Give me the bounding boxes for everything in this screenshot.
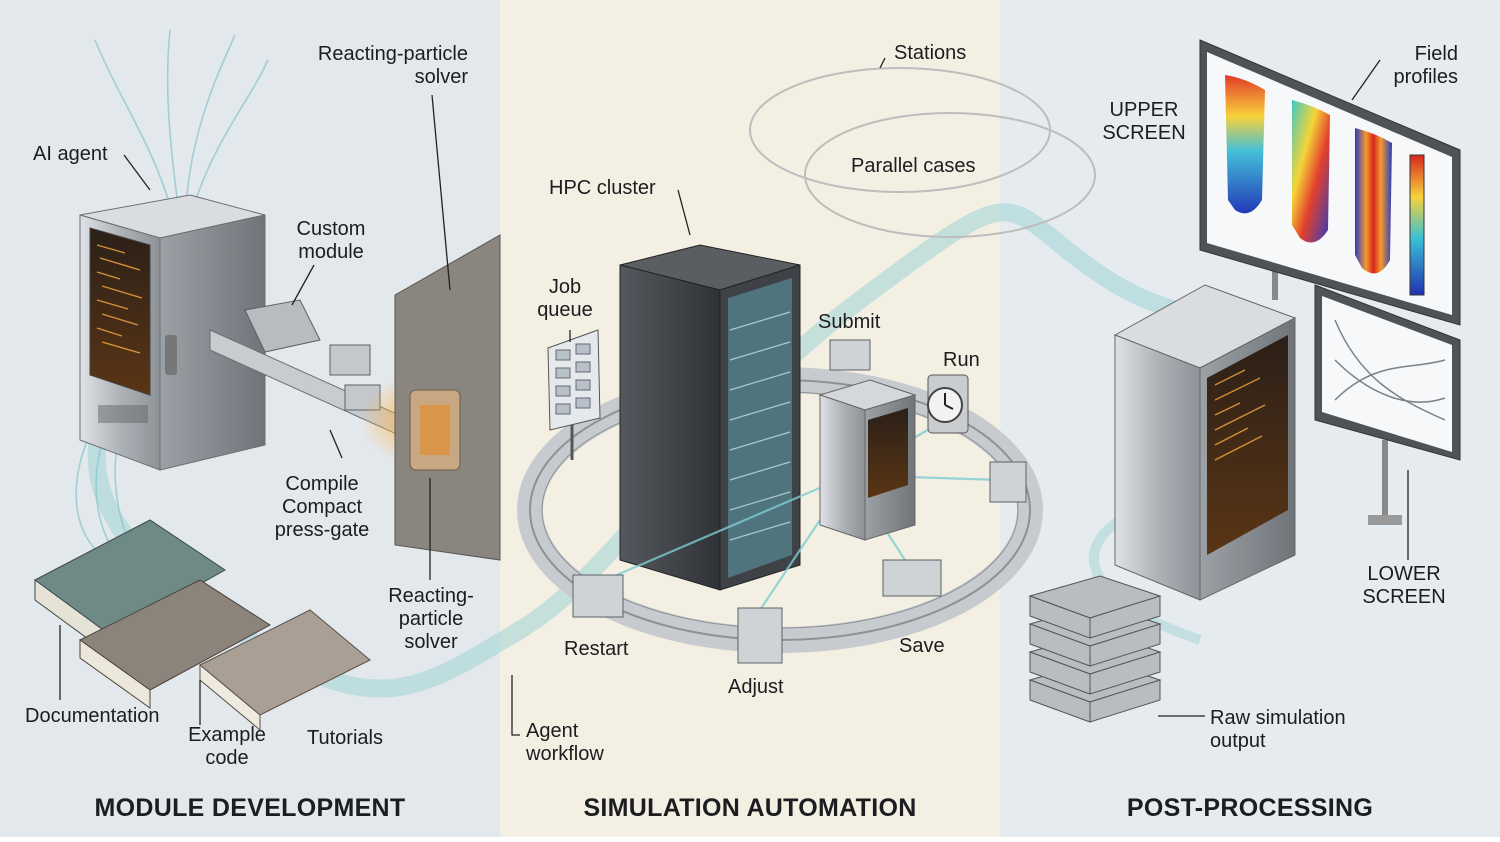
label-submit: Submit [818, 311, 881, 333]
label-example-code: Example code [188, 724, 266, 769]
run-server-icon [818, 379, 917, 541]
label-job-queue: Job queue [537, 276, 593, 321]
label-restart: Restart [564, 638, 629, 660]
postprocessing-server-icon [1113, 284, 1297, 601]
line-plot-display-icon [1314, 284, 1461, 525]
field-profile-display-icon [1199, 39, 1461, 326]
label-parallel-cases: Parallel cases [851, 155, 976, 177]
label-custom-module: Custom module [296, 218, 366, 263]
label-solver-top: Reacting-particle solver [317, 43, 468, 88]
label-documentation: Documentation [25, 705, 160, 727]
job-queue-board-icon [547, 329, 601, 460]
label-compile: Compile Compact press-gate [274, 473, 370, 541]
label-raw-output: Raw simulation output [1210, 707, 1346, 752]
section-title-module-development: MODULE DEVELOPMENT [94, 794, 406, 822]
label-agent-workflow: Agent workflow [526, 720, 604, 765]
label-run: Run [943, 349, 980, 371]
hpc-rack-icon [619, 244, 801, 591]
label-upper-screen: UPPER SCREEN [1102, 99, 1186, 144]
stations-ellipses [749, 67, 1096, 238]
label-hpc-cluster: HPC cluster [549, 177, 656, 199]
ai-agent-server-icon [79, 194, 266, 471]
books-icon [34, 519, 371, 732]
label-solver-bottom: Reacting- particle solver [388, 585, 474, 653]
leader-lines [59, 57, 1409, 736]
ai-agent-streams [75, 29, 269, 581]
section-title-simulation-automation: SIMULATION AUTOMATION [583, 794, 917, 822]
label-save: Save [899, 635, 945, 657]
station-boxes [572, 339, 1027, 664]
label-field-profiles: Field profiles [1393, 43, 1458, 88]
label-stations: Stations [894, 42, 967, 64]
clock-icon [927, 374, 969, 434]
section-title-post-processing: POST-PROCESSING [1126, 794, 1374, 822]
label-ai-agent: AI agent [33, 143, 108, 165]
storage-stack-icon [1028, 575, 1162, 723]
label-lower-screen: LOWER SCREEN [1362, 563, 1446, 608]
label-adjust: Adjust [728, 676, 784, 698]
label-tutorials: Tutorials [307, 727, 383, 749]
solver-box-icon [394, 234, 501, 561]
